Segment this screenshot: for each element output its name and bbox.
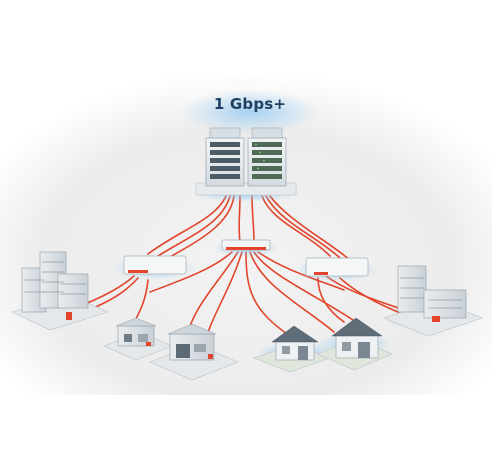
warehouse-building	[149, 323, 239, 381]
fiber-line	[269, 195, 351, 261]
fiber-line	[317, 277, 345, 323]
right-switch	[294, 257, 378, 282]
fiber-line	[265, 195, 341, 259]
fiber-line	[238, 195, 241, 243]
left-switch	[112, 255, 196, 280]
fiber-line	[189, 251, 239, 327]
fiber-line	[245, 251, 291, 337]
speed-label: 1 Gbps+	[213, 95, 287, 113]
fiber-line	[167, 195, 235, 259]
fiber-line	[253, 251, 357, 323]
speed-glow	[180, 90, 320, 134]
office-building-right	[383, 265, 483, 337]
house-building-1	[253, 325, 336, 373]
fiber-line	[205, 251, 243, 339]
fiber-line	[249, 251, 335, 333]
fiber-line	[157, 195, 231, 257]
core-switch	[212, 239, 280, 257]
datacenter-building	[194, 127, 298, 202]
house-building-2	[316, 317, 393, 371]
fiber-line	[261, 195, 331, 257]
fiber-line	[147, 195, 227, 255]
fiber-line	[149, 251, 233, 293]
office-building-left	[11, 251, 109, 331]
